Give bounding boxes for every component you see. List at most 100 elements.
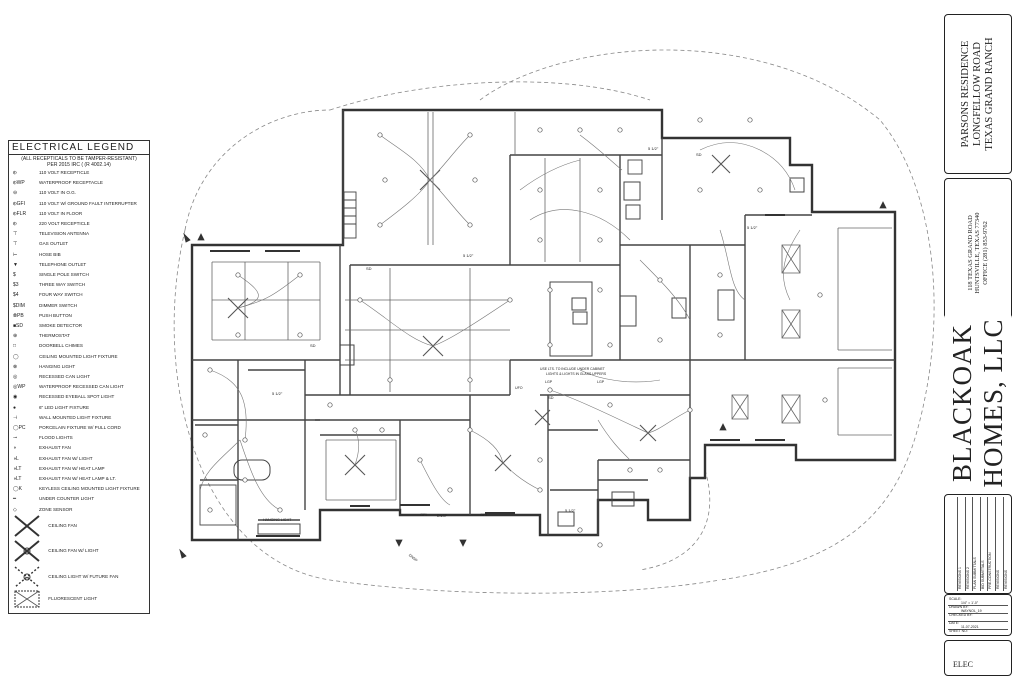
legend-item-label: THREE WAY SWITCH <box>39 282 86 288</box>
legend-item: ⦶110 VOLT RECEPTICLE <box>13 168 147 178</box>
plan-label-under-cabinet-2: LIGHTS & LIGHTS IN GLASS UPPERS <box>546 372 607 376</box>
legend-item-label: SINGLE POLE SWITCH <box>39 272 89 277</box>
legend-item-label: HOSE BIB <box>39 251 61 257</box>
plan-label-fan-size-5: 5 1/2" <box>648 146 659 151</box>
plan-label-sd-2: SD <box>548 395 554 400</box>
revision-entry: BID SUBMITTALS <box>980 560 985 589</box>
legend-item-label: EXHAUST FAN W/ LIGHT <box>39 455 93 461</box>
legend-symbol-icon: $DIM <box>13 302 25 309</box>
legend-large-label: CEILING FAN W/ LIGHT <box>48 548 99 554</box>
ceiling-fan-icon <box>14 515 40 537</box>
revision-entry: REVISIONS 2 <box>965 567 970 589</box>
legend-symbol-icon: ⊤ <box>13 241 18 248</box>
legend-symbol-icon: ◎WP <box>13 384 26 391</box>
legend-item-label: RECESSED CAN LIGHT <box>39 374 91 379</box>
plan-label-under-cabinet-1: USE LTS. TO INCLUDE UNDER CABINET <box>540 367 605 371</box>
legend-item-label: EXHAUST FAN <box>39 445 71 451</box>
legend-item: ⊣WALL MOUNTED LIGHT FIXTURE <box>13 413 147 423</box>
legend-item-label: CEILING MOUNTED LIGHT FIXTURE <box>39 353 118 359</box>
legend-item: ⊤TELEVISION ANTENNA <box>13 229 147 239</box>
legend-ceiling-fan-light: CEILING FAN W/ LIGHT <box>13 539 147 563</box>
company-logo: BLACKOAK HOMES, LLC <box>947 318 1009 487</box>
legend-item-label: HANGING LIGHT <box>39 363 76 369</box>
sheet-info-divider <box>948 604 1008 606</box>
fluorescent-lights <box>731 244 801 424</box>
legend-item: ⦶ 220 VOLT RECEPTICLE <box>13 219 147 229</box>
legend-item: ⊤ GAS OUTLET <box>13 239 147 249</box>
legend-item-label: 220 VOLT RECEPTICLE <box>39 221 90 226</box>
legend-item-label: FLOOD LIGHTS <box>39 435 73 441</box>
sheet-info-divider <box>948 612 1008 614</box>
legend-symbol-icon: ■SD <box>13 323 23 329</box>
legend-item-label: WATERPROOF RECESSED CAN LIGHT <box>39 384 124 390</box>
legend-symbol-icon: ⊗ <box>13 363 18 370</box>
plan-label-sd-4: SD <box>696 152 702 157</box>
legend-symbol-icon: $ <box>13 272 16 278</box>
company-address: 118 TEXAS GRAND ROAD HUNTSVILLE, TEXAS 7… <box>967 212 989 293</box>
sheet-info-divider <box>948 628 1008 630</box>
project-name: PARSONS RESIDENCE LONGFELLOW ROAD TEXAS … <box>960 37 996 150</box>
interior-walls <box>192 110 895 540</box>
legend-item-label: 110 VOLT W/ GROUND FAULT INTERRUPTER <box>39 200 137 206</box>
project-line-3: TEXAS GRAND RANCH <box>984 37 996 151</box>
plan-label-gfi-1: GFI <box>420 512 427 517</box>
legend-symbol-icon: ⊢ <box>13 251 18 258</box>
project-line-2: LONGFELLOW ROAD <box>971 42 983 146</box>
company-line-2: HOMES, LLC <box>978 318 1008 488</box>
flood-lights <box>179 201 887 559</box>
legend-item-label: EXHAUST FAN W/ HEAT LAMP & LT. <box>39 476 116 481</box>
legend-symbol-icon: ◯K <box>13 486 22 493</box>
future-fan-icon <box>14 566 40 588</box>
legend-symbol-icon: ⦶ <box>13 221 17 227</box>
sheet-info-divider <box>948 620 1008 622</box>
legend-item-label: KEYLESS CEILING MOUNTED LIGHT FIXTURE <box>39 486 140 492</box>
revision-divider <box>1002 497 1004 591</box>
revision-entry: REVISIONS <box>996 569 1000 589</box>
legend-item-label: DOORBELL CHIMES <box>39 343 83 349</box>
legend-large-label: CEILING LIGHT W/ FUTURE FAN <box>48 574 119 580</box>
legend-future-fan: CEILING LIGHT W/ FUTURE FAN <box>13 565 147 589</box>
kitchen-island <box>233 177 805 535</box>
wiring-runs <box>199 134 801 511</box>
legend-item-label: ZONE SENSOR <box>39 506 73 512</box>
project-name-cell: PARSONS RESIDENCE LONGFELLOW ROAD TEXAS … <box>944 14 1012 174</box>
legend-item: ◯CEILING MOUNTED LIGHT FIXTURE <box>13 352 147 362</box>
legend-item-label: PORCELAIN FIXTURE W/ PULL CORD <box>39 425 121 430</box>
legend-symbol-icon: □ <box>13 343 17 350</box>
address-line-3: OFFICE (281) 853-9762 <box>981 221 989 285</box>
legend-symbol-icon: ⊸ <box>13 435 18 442</box>
legend-item: ▼TELEPHONE OUTLET <box>13 260 147 270</box>
exterior-walls <box>190 108 897 542</box>
recessed-lights <box>202 117 828 548</box>
sheet-info-label: SHEET NO: <box>949 629 968 633</box>
plan-label-fan-size-1: 5 1/2" <box>463 253 474 258</box>
legend-symbol-icon: ⦾PB <box>13 312 24 319</box>
plan-label-fan-size-2: 5 1/2" <box>747 225 758 230</box>
legend-symbol-icon: ⦶FLR <box>13 210 27 217</box>
legend-item: ⊗ HANGING LIGHT <box>13 362 147 372</box>
legend-item-label: DIMMER SWITCH <box>39 302 78 308</box>
legend-symbol-icon: ◑L <box>13 455 19 462</box>
sheet-info-label: SCALE: <box>949 597 962 601</box>
electrical-legend: ELECTRICAL LEGEND (ALL RECEPTICALS TO BE… <box>8 140 150 614</box>
address-cell: 118 TEXAS GRAND ROAD HUNTSVILLE, TEXAS 7… <box>944 178 1012 328</box>
revision-divider <box>995 497 996 591</box>
legend-item-label: UNDER COUNTER LIGHT <box>39 496 95 502</box>
coverage-arcs <box>173 49 935 594</box>
legend-item: ⊢ HOSE BIB <box>13 250 147 260</box>
legend-symbol-icon: ⊕ <box>13 333 18 340</box>
legend-symbol-icon: ▼ <box>13 261 18 268</box>
legend-item-label: GAS OUTLET <box>39 241 69 247</box>
legend-note: (ALL RECEPTICALS TO BE TAMPER-RESISTANT)… <box>9 155 149 169</box>
address-line-2: HUNTSVILLE, TEXAS 77340 <box>974 212 982 294</box>
legend-item: ⊕THERMOSTAT <box>13 331 147 341</box>
legend-symbol-icon: ⦶ <box>13 170 17 176</box>
legend-large-label: FLUORESCENT LIGHT <box>48 596 98 602</box>
sheet-info-value: 11-07-2021 <box>961 624 979 629</box>
